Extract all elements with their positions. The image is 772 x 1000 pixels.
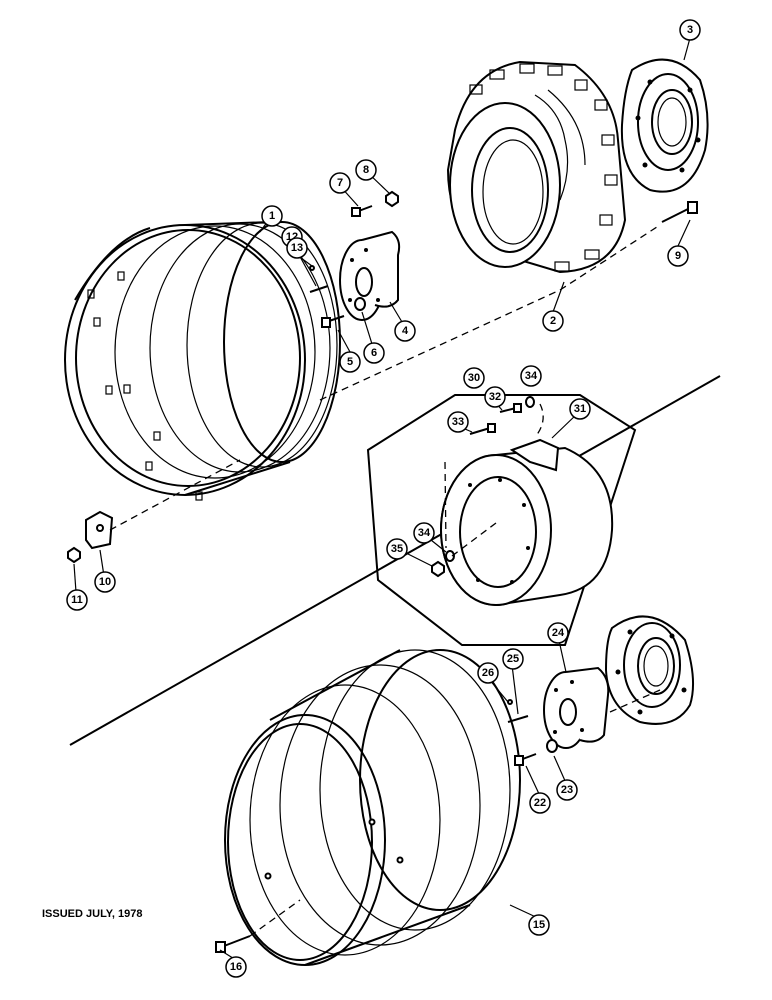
svg-text:32: 32 [489, 391, 501, 403]
callout-15: 15 [528, 914, 550, 936]
callout-1: 1 [261, 205, 283, 227]
callout-13: 13 [286, 237, 308, 259]
svg-text:13: 13 [291, 242, 303, 254]
callout-23: 23 [556, 779, 578, 801]
issued-date: ISSUED JULY, 1978 [42, 908, 142, 920]
pin-26 [507, 699, 513, 705]
bolt-7 [351, 205, 373, 217]
svg-text:6: 6 [371, 347, 377, 359]
callout-4: 4 [394, 320, 416, 342]
svg-text:4: 4 [402, 325, 409, 337]
washer-23 [546, 739, 558, 753]
callout-16: 16 [225, 956, 247, 978]
nut-35 [431, 560, 445, 578]
callout-24: 24 [547, 622, 569, 644]
callout-3: 3 [679, 19, 701, 41]
nut-11 [67, 546, 81, 564]
callout-35: 35 [386, 538, 408, 560]
svg-text:34: 34 [525, 370, 538, 382]
callout-10: 10 [94, 571, 116, 593]
svg-text:31: 31 [574, 403, 586, 415]
svg-text:3: 3 [687, 24, 693, 36]
washer-34-top [525, 396, 535, 408]
bolt-22 [514, 753, 537, 766]
svg-text:15: 15 [533, 919, 545, 931]
svg-text:23: 23 [561, 784, 573, 796]
svg-text:26: 26 [482, 667, 494, 679]
bolt-32 [499, 403, 522, 413]
hub-flange-upper [620, 58, 709, 193]
wheel-weight-drum [440, 438, 614, 606]
callout-6: 6 [363, 342, 385, 364]
washer-6 [354, 297, 366, 311]
callout-22: 22 [529, 792, 551, 814]
callout-25: 25 [502, 648, 524, 670]
clamp-10 [85, 510, 114, 550]
svg-text:24: 24 [552, 627, 565, 639]
callout-8: 8 [355, 159, 377, 181]
callout-7: 7 [329, 172, 351, 194]
svg-text:22: 22 [534, 797, 546, 809]
bolt-33 [469, 423, 496, 435]
hub-upper [339, 230, 401, 321]
callout-32: 32 [484, 386, 506, 408]
washer-34-bottom [445, 550, 455, 562]
bolt-5 [321, 315, 345, 328]
assembly-lines-lower [249, 689, 661, 937]
pin-13 [309, 265, 315, 271]
svg-text:1: 1 [269, 210, 275, 222]
pin-12 [309, 285, 329, 293]
hub-lower [543, 666, 610, 749]
bolt-9 [661, 201, 698, 223]
hub-flange-lower [604, 615, 694, 725]
bolt-16 [215, 935, 251, 953]
rear-rim-upper [64, 221, 341, 501]
callout-5: 5 [339, 351, 361, 373]
callout-34-bottom: 34 [413, 522, 435, 544]
wheel-center-casting [446, 60, 627, 274]
nut-8 [385, 190, 399, 208]
svg-text:11: 11 [71, 594, 83, 606]
svg-text:7: 7 [337, 177, 343, 189]
section-divider [69, 375, 721, 746]
svg-text:33: 33 [452, 416, 464, 428]
callout-30: 30 [463, 367, 485, 389]
svg-text:8: 8 [363, 164, 369, 176]
svg-text:9: 9 [675, 250, 681, 262]
callout-11: 11 [66, 589, 88, 611]
callout-2: 2 [542, 310, 564, 332]
svg-text:30: 30 [468, 372, 480, 384]
callout-34-top: 34 [520, 365, 542, 387]
svg-text:16: 16 [230, 961, 242, 973]
callout-9: 9 [667, 245, 689, 267]
rear-rim-lower [224, 649, 521, 966]
callout-26: 26 [477, 662, 499, 684]
assembly-lines-inset [444, 403, 544, 557]
pin-25 [507, 715, 529, 723]
callout-31: 31 [569, 398, 591, 420]
svg-text:10: 10 [99, 576, 111, 588]
callout-33: 33 [447, 411, 469, 433]
svg-text:34: 34 [418, 527, 431, 539]
svg-text:2: 2 [550, 315, 556, 327]
svg-text:5: 5 [347, 356, 353, 368]
assembly-lines-upper [109, 224, 661, 531]
svg-text:35: 35 [391, 543, 403, 555]
svg-text:25: 25 [507, 653, 519, 665]
